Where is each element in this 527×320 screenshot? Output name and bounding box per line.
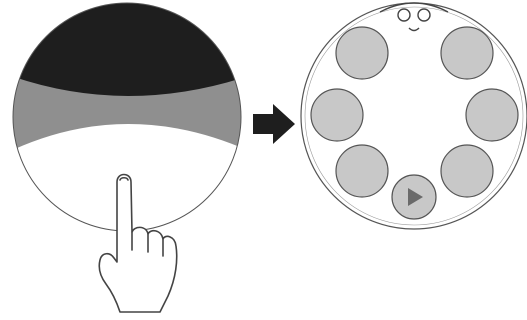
dial-button-middle-left[interactable] <box>311 89 363 141</box>
dark-band <box>0 0 260 96</box>
right-arrow-icon <box>253 104 295 144</box>
dial-button-bottom-right[interactable] <box>441 145 493 197</box>
right-dial <box>301 3 527 229</box>
dial-button-bottom-left[interactable] <box>336 145 388 197</box>
dial-button-top-left[interactable] <box>336 27 388 79</box>
dial-button-middle-right[interactable] <box>466 89 518 141</box>
dial-button-top-right[interactable] <box>441 27 493 79</box>
